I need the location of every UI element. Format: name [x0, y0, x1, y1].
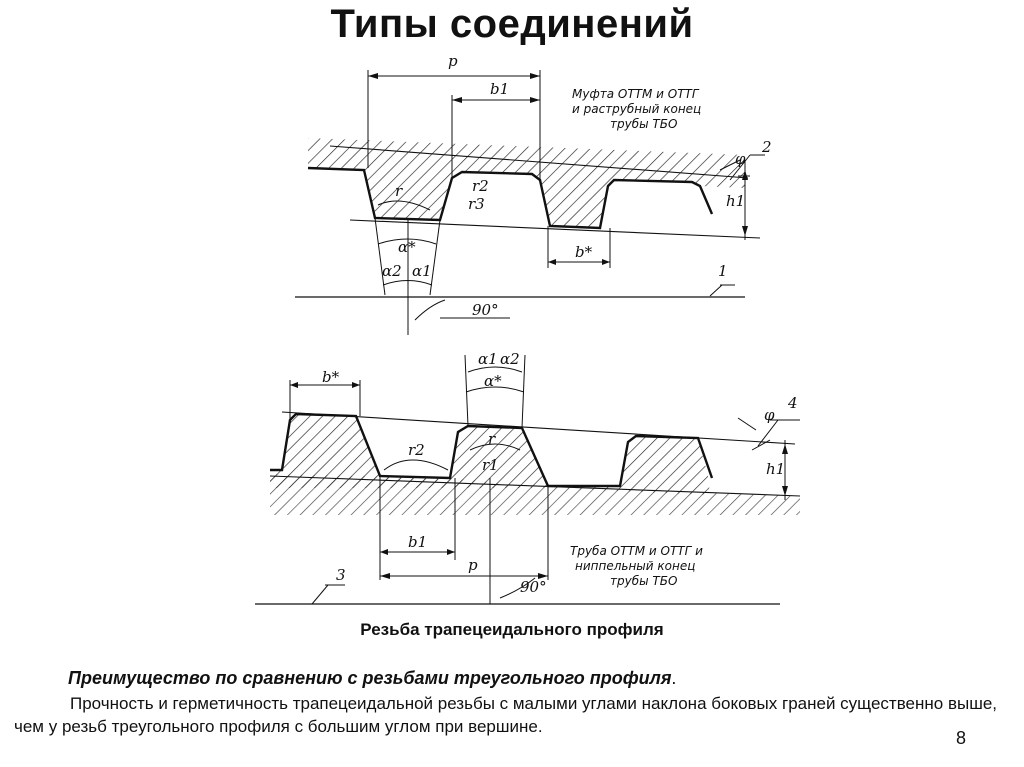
upper-profile — [295, 70, 765, 335]
advantage-heading-text: Преимущество по сравнению с резьбами тре… — [68, 668, 672, 688]
label-r2-upper: r2 — [472, 177, 489, 195]
label-phi-lower: φ — [764, 406, 775, 424]
lower-material — [270, 414, 710, 495]
label-h1-upper: h1 — [726, 192, 745, 210]
label-r1-lower: r1 — [482, 456, 499, 474]
label-90-upper: 90° — [472, 301, 499, 319]
label-alpha1-lower: α1 — [478, 350, 498, 368]
thread-profile-drawing: p b1 r r2 r3 α* α2 α1 90° b* h1 φ 2 1 Му… — [255, 52, 801, 605]
label-alpha2-lower: α2 — [500, 350, 520, 368]
label-r-lower: r — [488, 430, 496, 448]
label-r3-upper: r3 — [468, 195, 485, 213]
lower-profile — [255, 354, 801, 605]
label-phi-upper: φ — [735, 150, 746, 168]
label-bstar-lower: b* — [322, 368, 340, 386]
label-2: 2 — [761, 138, 772, 156]
label-p-lower: p — [468, 556, 478, 574]
upper-note-line2: и раструбный конец — [572, 102, 701, 116]
upper-note-line3: трубы ТБО — [610, 117, 677, 131]
label-b1-upper: b1 — [490, 80, 509, 98]
advantage-heading: Преимущество по сравнению с резьбами тре… — [68, 668, 676, 689]
label-alpha2-upper: α2 — [382, 262, 402, 280]
lower-note-line3: трубы ТБО — [610, 574, 677, 588]
advantage-body: Прочность и герметичность трапецеидально… — [14, 694, 998, 736]
label-alpha1-upper: α1 — [412, 262, 432, 280]
label-1: 1 — [718, 262, 728, 280]
label-alpha-star-lower: α* — [484, 372, 502, 390]
label-h1-lower: h1 — [766, 460, 785, 478]
slide-title: Типы соединений — [330, 2, 694, 46]
lower-note-line1: Труба ОТТМ и ОТТГ и — [570, 544, 703, 558]
label-alpha-star-upper: α* — [398, 238, 416, 256]
label-p-upper: p — [448, 52, 458, 70]
label-3: 3 — [336, 566, 346, 584]
lower-profile-line — [270, 412, 714, 488]
label-bstar-upper: b* — [575, 243, 593, 261]
upper-material — [308, 138, 745, 228]
label-r-upper: r — [395, 182, 403, 200]
page-number: 8 — [955, 728, 966, 748]
label-r2-lower: r2 — [408, 441, 425, 459]
upper-note-line1: Муфта ОТТМ и ОТТГ — [572, 87, 700, 101]
figure-caption: Резьба трапецеидального профиля — [360, 620, 664, 639]
label-b1-lower: b1 — [408, 533, 427, 551]
label-90-lower: 90° — [520, 578, 547, 596]
lower-note-line2: ниппельный конец — [575, 559, 695, 573]
advantage-heading-suffix: . — [671, 668, 677, 688]
label-4: 4 — [787, 394, 798, 412]
